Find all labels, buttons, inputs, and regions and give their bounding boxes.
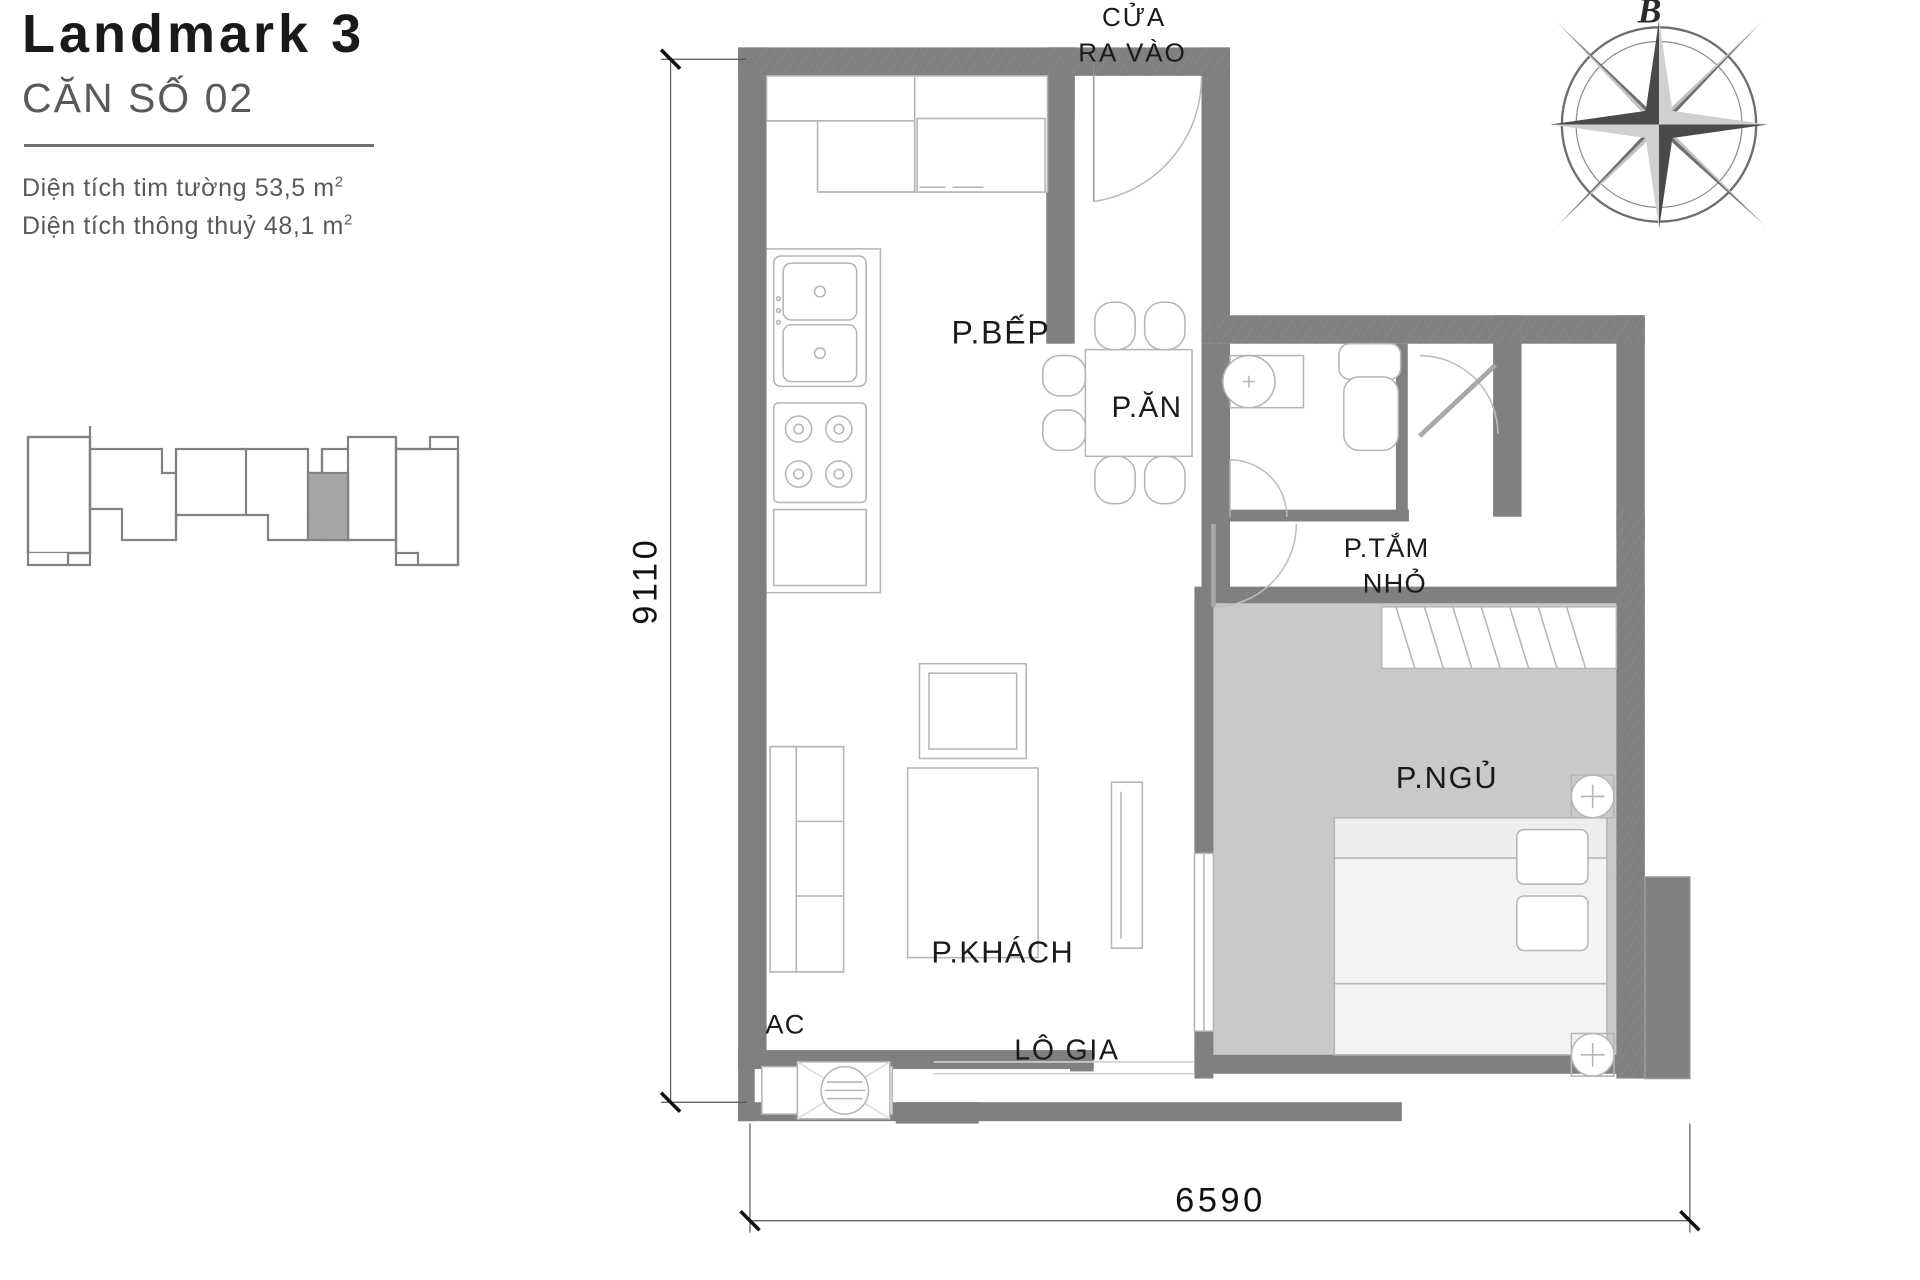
room-label-bedroom: P.NGỦ [1396, 759, 1498, 795]
dining-furniture [1041, 301, 1193, 505]
wall-structure [738, 47, 1690, 1124]
wardrobe [1380, 606, 1618, 670]
keyplan-highlight-unit [306, 471, 350, 542]
compass-rose-icon: B [1550, 0, 1769, 229]
bedroom-door [1211, 523, 1298, 608]
kitchen-sink-icon [772, 255, 867, 388]
area-net-sup: 2 [343, 212, 353, 230]
room-label-ac: AC [765, 1008, 805, 1039]
living-furniture [769, 662, 1144, 973]
entrance-label-line1: CỬA [1102, 2, 1166, 32]
dimension-horizontal: 6590 [1175, 1181, 1266, 1219]
room-label-kitchen: P.BẾP [951, 315, 1050, 351]
dimension-lines [659, 48, 1701, 1233]
keyplan-outline [26, 426, 460, 567]
unit-info-panel: Landmark 3 CĂN SỐ 02 Diện tích tim tường… [22, 6, 492, 246]
room-label-bathroom: P.TẮM [1344, 532, 1430, 563]
divider [24, 143, 374, 147]
entrance-label-line2: RA VÀO [1078, 38, 1186, 68]
bath-door [1418, 354, 1499, 438]
cooktop-icon [772, 402, 867, 504]
bed [1333, 774, 1615, 1077]
loggia-rail [761, 1061, 1195, 1120]
area-net-text: Diện tích thông thuỷ 48,1 m [22, 212, 344, 241]
unit-number: CĂN SỐ 02 [22, 74, 255, 121]
floor-plan-drawing: P.BẾP P.ĂN P.TẮM NHỎ P.NGỦ P.KHÁCH LÔ GI… [540, 0, 1920, 1280]
room-label-living: P.KHÁCH [931, 934, 1074, 969]
room-label-loggia: LÔ GIA [1014, 1035, 1120, 1067]
building-key-plan [18, 425, 488, 605]
room-label-dining: P.ĂN [1111, 391, 1182, 424]
entrance-door [1092, 75, 1203, 203]
page-title: Landmark 3 [22, 4, 366, 64]
entrance-label: CỬA RA VÀO [1078, 2, 1186, 68]
compass-north-label: B [1637, 0, 1662, 31]
bedroom-window [1193, 852, 1215, 1032]
bathroom-fixtures [1222, 342, 1402, 517]
plan-linework [761, 75, 1691, 1120]
area-gross: Diện tích tim tường 53,5 m2 [22, 169, 492, 208]
wall-hatch [738, 47, 1645, 1079]
area-gross-sup: 2 [334, 173, 344, 191]
area-net: Diện tích thông thuỷ 48,1 m2 [22, 207, 492, 246]
area-gross-text: Diện tích tim tường 53,5 m [22, 173, 335, 202]
dimension-vertical: 9110 [626, 537, 664, 625]
room-labels: P.BẾP P.ĂN P.TẮM NHỎ P.NGỦ P.KHÁCH LÔ GI… [765, 315, 1498, 1067]
room-label-bathroom-2: NHỎ [1363, 567, 1427, 599]
